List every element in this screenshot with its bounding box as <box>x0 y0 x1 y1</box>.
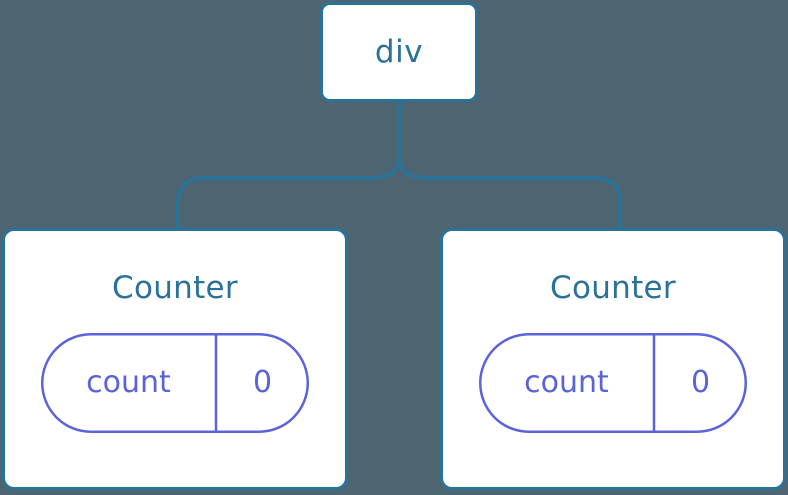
state-value-label: 0 <box>252 365 273 400</box>
connector-to-child-1 <box>176 153 401 232</box>
node-component-counter-1[interactable]: Counter count 0 <box>2 228 348 490</box>
state-key-label: count <box>86 365 171 400</box>
state-key-label: count <box>524 365 609 400</box>
state-pill-1[interactable]: count 0 <box>41 333 309 433</box>
state-value-label: 0 <box>690 365 711 400</box>
node-component-counter-2[interactable]: Counter count 0 <box>440 228 786 490</box>
node-root-div[interactable]: div <box>320 2 478 102</box>
state-pill-2[interactable]: count 0 <box>479 333 747 433</box>
state-pill-outline-icon <box>479 333 747 433</box>
state-pill-outline-icon <box>41 333 309 433</box>
component-title: Counter <box>112 270 238 306</box>
node-root-label: div <box>374 33 424 70</box>
connector-to-child-2 <box>397 153 622 232</box>
component-title: Counter <box>550 270 676 306</box>
